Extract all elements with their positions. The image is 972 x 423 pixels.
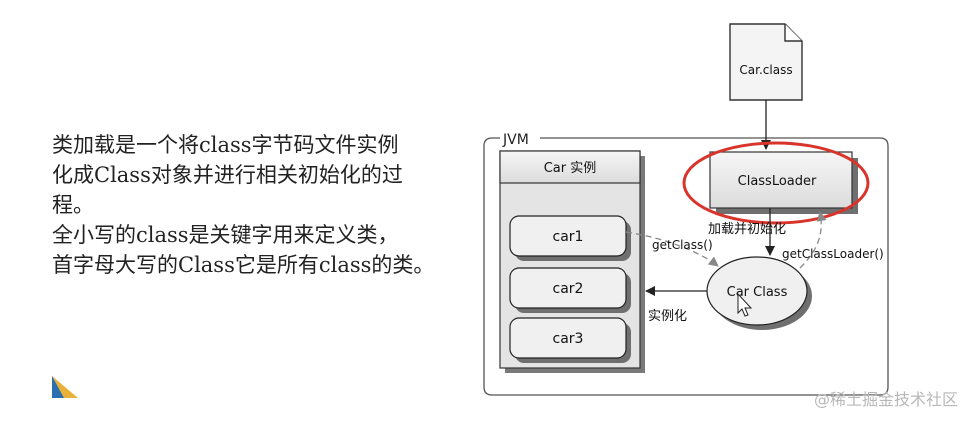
classloader-box: ClassLoader bbox=[709, 151, 858, 214]
instantiate-label: 实例化 bbox=[648, 309, 687, 324]
classloader-label: ClassLoader bbox=[738, 174, 817, 189]
jvm-container: JVM bbox=[483, 132, 889, 396]
car-class-file-icon: Car.class bbox=[729, 23, 803, 101]
file-label: Car.class bbox=[739, 63, 792, 77]
getclass-label: getClass() bbox=[652, 238, 713, 252]
jvm-label: JVM bbox=[502, 132, 529, 148]
instance-box: car1 bbox=[509, 215, 631, 261]
instance-label: car2 bbox=[553, 281, 584, 297]
description-line: 化成Class对象并进行相关初始化的过 bbox=[52, 163, 403, 187]
cursor-icon bbox=[737, 292, 753, 317]
watermark: @稀土掘金技术社区 bbox=[813, 390, 958, 409]
panel-header: Car 实例 bbox=[544, 161, 597, 176]
description-line: 首字母大写的Class它是所有class的类。 bbox=[52, 253, 435, 277]
getclass-arrow bbox=[625, 231, 719, 267]
instance-label: car1 bbox=[553, 229, 584, 245]
getclassloader-label: getClassLoader() bbox=[782, 247, 884, 261]
instance-label: car3 bbox=[553, 331, 584, 347]
slide-logo-icon bbox=[52, 376, 78, 398]
highlight-ellipse bbox=[682, 141, 870, 225]
load-init-label: 加载并初始化 bbox=[708, 222, 786, 237]
getclassloader-arrow bbox=[799, 211, 827, 269]
description-line: 类加载是一个将class字节码文件实例 bbox=[52, 133, 399, 157]
instance-box: car3 bbox=[509, 317, 631, 363]
car-class-node: Car Class bbox=[706, 256, 812, 330]
description-text: 类加载是一个将class字节码文件实例 化成Class对象并进行相关初始化的过 … bbox=[52, 130, 492, 280]
instance-box: car2 bbox=[509, 267, 631, 313]
carclass-label: Car Class bbox=[727, 285, 788, 300]
description-line: 全小写的class是关键字用来定义类， bbox=[52, 223, 399, 247]
description-line: 程。 bbox=[52, 193, 94, 217]
